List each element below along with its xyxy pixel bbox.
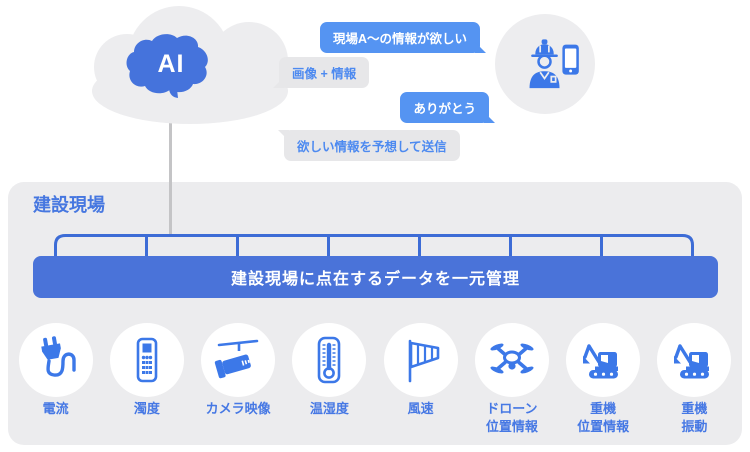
sensor-camera: カメラ映像 <box>193 323 284 436</box>
sensor-row: 電流 濁度 <box>10 323 740 436</box>
worker-avatar <box>495 14 595 114</box>
sensor-machine-vibration: 重機 振動 <box>649 323 740 436</box>
chat-bubble-thanks: ありがとう <box>400 92 495 123</box>
sensor-label: 重機 <box>681 401 708 416</box>
central-management-banner: 建設現場に点在するデータを一元管理 <box>33 256 718 298</box>
drone-icon <box>490 343 534 374</box>
chat-bubble-predict: 欲しい情報を予想して送信 <box>278 130 460 161</box>
cctv-camera-icon <box>214 339 259 379</box>
sensor-label-line2: 位置情報 <box>577 419 630 434</box>
sensor-label: 濁度 <box>133 401 160 416</box>
site-title: 建設現場 <box>33 195 105 215</box>
sensor-label-line2: 位置情報 <box>485 419 538 434</box>
sensor-turbidity: 濁度 <box>101 323 192 436</box>
chat-bubble-request: 現場A〜の情報が欲しい <box>319 22 487 53</box>
site-panel: 建設現場 建設現場に点在するデータを一元管理 電流 <box>8 182 742 445</box>
sensor-label: 電流 <box>42 401 69 416</box>
sensor-temp-humidity: 温湿度 <box>284 323 375 436</box>
sensor-label: ドローン <box>486 401 538 416</box>
turbidity-meter-icon <box>136 337 158 383</box>
sensor-label: 風速 <box>407 401 434 416</box>
chat-bubble-reply: 画像 + 情報 <box>272 57 370 88</box>
cloud-shape <box>210 22 288 100</box>
construction-worker-icon <box>529 39 579 89</box>
ai-brain-icon <box>126 34 208 98</box>
excavator-icon <box>674 344 710 379</box>
ai-label: AI <box>157 50 185 78</box>
excavator-icon <box>583 344 619 379</box>
sensor-drone: ドローン 位置情報 <box>466 323 557 436</box>
sensor-machine-location: 重機 位置情報 <box>558 323 649 436</box>
sensor-label: カメラ映像 <box>205 401 271 416</box>
sensor-current: 電流 <box>10 323 101 436</box>
sensor-wind: 風速 <box>375 323 466 436</box>
power-plug-icon <box>40 336 76 377</box>
windsock-icon <box>408 339 439 383</box>
sensor-label-line2: 振動 <box>681 419 708 434</box>
thermometer-icon <box>318 336 341 384</box>
data-bus-lines <box>54 234 694 256</box>
sensor-label: 温湿度 <box>309 401 349 416</box>
sensor-label: 重機 <box>590 401 617 416</box>
ai-connector-line <box>169 100 172 234</box>
